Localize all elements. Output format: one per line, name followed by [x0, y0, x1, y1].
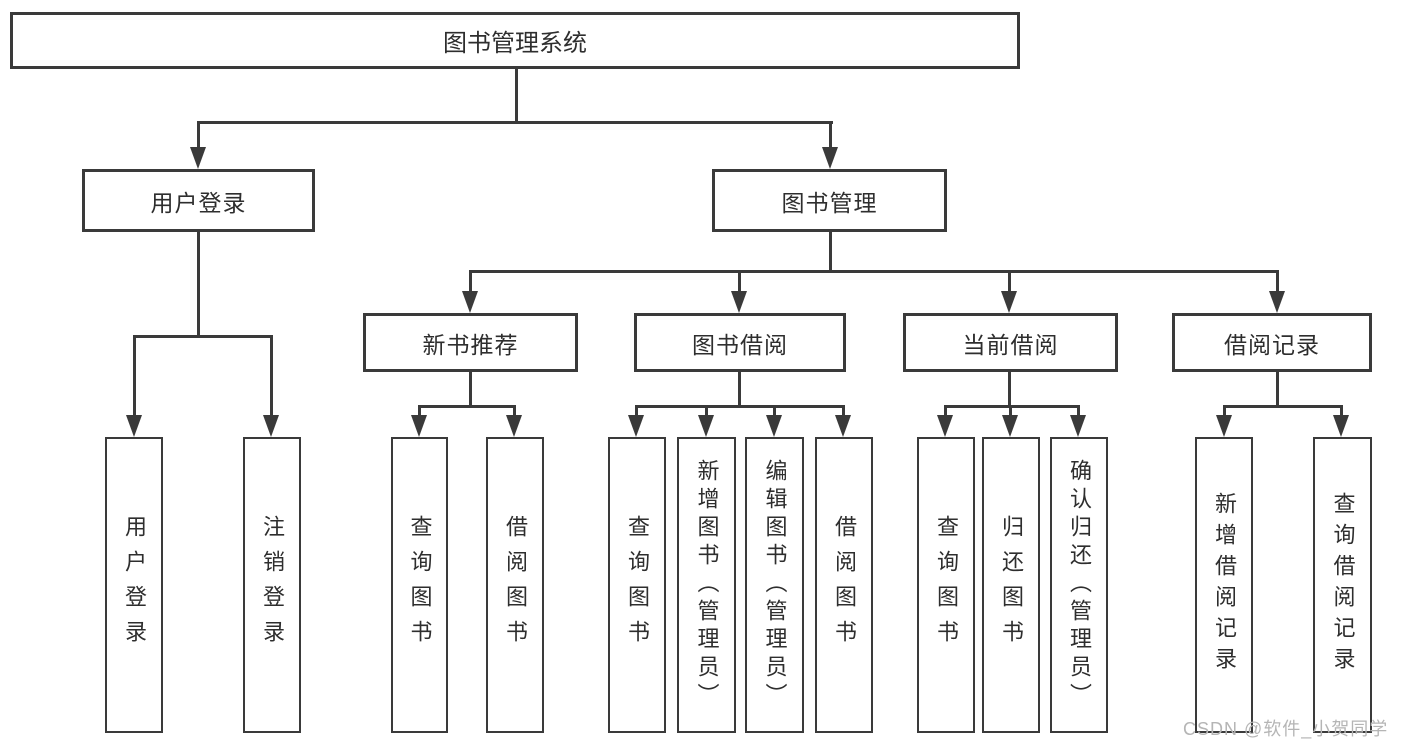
connector-g1-hline: [133, 335, 273, 338]
node-user-login-leaf: 用户登录: [105, 437, 163, 733]
leaf-label: 归还图书: [999, 515, 1024, 655]
connector-drop: [133, 335, 136, 419]
arrow-down-icon: [731, 291, 747, 313]
connector-drop: [1340, 405, 1343, 419]
leaf-label: 编辑图书（管理员）: [762, 459, 788, 711]
arrow-down-icon: [766, 415, 782, 437]
connector-g5-hline: [1223, 405, 1343, 408]
csdn-watermark: CSDN @软件_小贺同学: [1183, 719, 1389, 739]
leaf-label: 用户登录: [122, 515, 147, 655]
connector-g2-hline: [418, 405, 516, 408]
node-query-borrow-record: 查询借阅记录: [1313, 437, 1372, 733]
node-confirm-return-admin: 确认归还（管理员）: [1050, 437, 1108, 733]
connector-drop-borrow-records: [1276, 270, 1279, 296]
arrow-down-icon: [506, 415, 522, 437]
node-edit-books-admin: 编辑图书（管理员）: [745, 437, 804, 733]
node-query-books-current: 查询图书: [917, 437, 975, 733]
leaf-label: 注销登录: [260, 515, 285, 655]
connector-bookborrow-stub: [738, 372, 741, 408]
node-book-management: 图书管理: [712, 169, 947, 232]
leaf-label: 查询借阅记录: [1330, 492, 1356, 678]
connector-l2-hline: [197, 121, 833, 124]
connector-drop-book-mgmt: [829, 121, 832, 153]
node-borrow-books-recommend: 借阅图书: [486, 437, 544, 733]
arrow-down-icon: [263, 415, 279, 437]
connector-drop: [944, 405, 947, 419]
connector-currentborrow-stub: [1008, 372, 1011, 408]
connector-l3-hline: [469, 270, 1279, 273]
leaf-label: 新增借阅记录: [1212, 492, 1237, 678]
leaf-label: 查询图书: [934, 515, 959, 655]
connector-g3-hline: [635, 405, 845, 408]
connector-drop-user-login: [197, 121, 200, 153]
arrow-down-icon: [1001, 291, 1017, 313]
leaf-label: 确认归还（管理员）: [1067, 459, 1092, 711]
connector-drop: [705, 405, 708, 419]
leaf-label: 新增图书（管理员）: [694, 459, 720, 711]
node-query-books-borrow: 查询图书: [608, 437, 666, 733]
node-book-borrow: 图书借阅: [634, 313, 846, 372]
arrow-down-icon: [937, 415, 953, 437]
node-library-system: 图书管理系统: [10, 12, 1020, 69]
connector-root-stub: [515, 69, 518, 123]
arrow-down-icon: [1070, 415, 1086, 437]
node-user-login: 用户登录: [82, 169, 315, 232]
node-add-books-admin: 新增图书（管理员）: [677, 437, 736, 733]
leaf-label: 查询图书: [407, 515, 433, 655]
node-borrow-records: 借阅记录: [1172, 313, 1372, 372]
connector-g4-hline: [944, 405, 1080, 408]
node-query-books-recommend: 查询图书: [391, 437, 448, 733]
leaf-label: 借阅图书: [503, 515, 528, 655]
node-logout: 注销登录: [243, 437, 301, 733]
arrow-down-icon: [462, 291, 478, 313]
arrow-down-icon: [126, 415, 142, 437]
connector-drop: [842, 405, 845, 419]
connector-drop: [270, 335, 273, 419]
arrow-down-icon: [822, 147, 838, 169]
connector-drop-current-borrow: [1008, 270, 1011, 296]
connector-drop-new-book: [469, 270, 472, 296]
arrow-down-icon: [835, 415, 851, 437]
arrow-down-icon: [628, 415, 644, 437]
connector-drop-book-borrow: [738, 270, 741, 296]
node-add-borrow-record: 新增借阅记录: [1195, 437, 1253, 733]
arrow-down-icon: [411, 415, 427, 437]
arrow-down-icon: [1269, 291, 1285, 313]
node-borrow-books-leaf: 借阅图书: [815, 437, 873, 733]
arrow-down-icon: [698, 415, 714, 437]
connector-drop: [773, 405, 776, 419]
connector-newbook-stub: [469, 372, 472, 408]
arrow-down-icon: [190, 147, 206, 169]
node-new-book-recommend: 新书推荐: [363, 313, 578, 372]
connector-userlogin-stub: [197, 232, 200, 338]
connector-drop: [418, 405, 421, 419]
connector-drop: [635, 405, 638, 419]
leaf-label: 借阅图书: [832, 515, 857, 655]
arrow-down-icon: [1002, 415, 1018, 437]
arrow-down-icon: [1216, 415, 1232, 437]
connector-drop: [1077, 405, 1080, 419]
connector-drop: [1223, 405, 1226, 419]
node-current-borrow: 当前借阅: [903, 313, 1118, 372]
connector-drop: [513, 405, 516, 419]
connector-bookmgmt-stub: [829, 232, 832, 272]
connector-drop: [1009, 405, 1012, 419]
arrow-down-icon: [1333, 415, 1349, 437]
node-return-books: 归还图书: [982, 437, 1040, 733]
leaf-label: 查询图书: [625, 515, 650, 655]
connector-borrowrecords-stub: [1276, 372, 1279, 408]
